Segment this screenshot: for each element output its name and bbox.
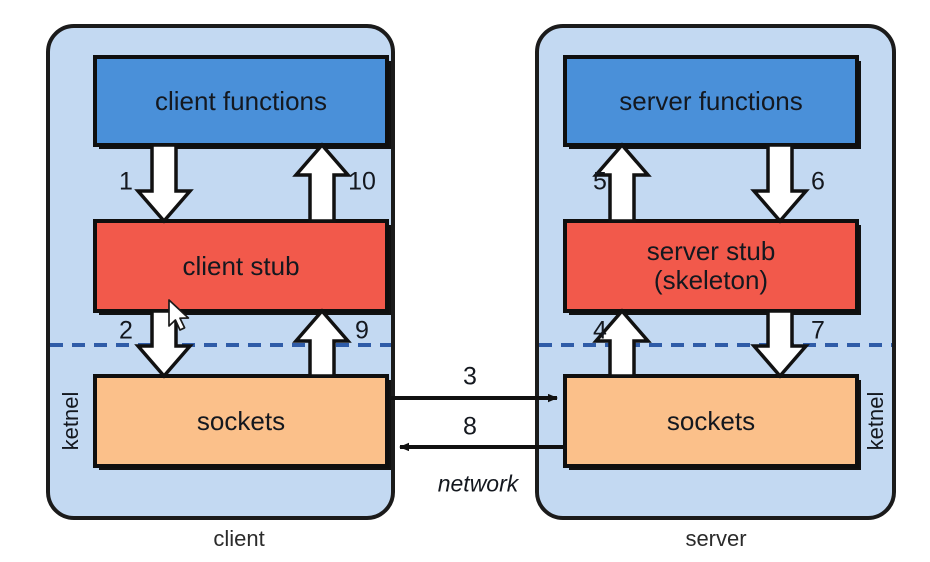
server-functions-label: server functions [619, 86, 803, 116]
step-label-1: 1 [119, 167, 133, 196]
step-label-5: 5 [593, 167, 607, 196]
arrow-step-1 [134, 143, 194, 224]
server-stub-box [563, 219, 859, 313]
arrow-step-4 [592, 308, 652, 378]
step-label-9: 9 [355, 316, 369, 345]
client-caption: client [213, 526, 265, 551]
client-stub-label: client stub [182, 251, 300, 281]
server-caption: server [685, 526, 747, 551]
arrow-step-10 [292, 142, 352, 223]
step-label-6: 6 [811, 167, 825, 196]
server-stub-label: server stub (skeleton) [646, 235, 776, 295]
client-stub-box [93, 219, 389, 313]
step-label-4: 4 [593, 316, 607, 345]
arrow-step-5 [592, 142, 652, 223]
client-functions-label: client functions [155, 86, 327, 116]
step-label-3: 3 [463, 362, 477, 391]
arrow-step-9 [292, 308, 352, 378]
arrow-step-6 [750, 143, 810, 224]
arrow-step-7 [750, 309, 810, 379]
client-sockets-label: sockets [196, 406, 286, 436]
step-label-8: 8 [463, 412, 477, 441]
step-label-7: 7 [811, 316, 825, 345]
client-functions-box [93, 55, 389, 147]
server-sockets-label: sockets [666, 406, 756, 436]
step-label-10: 10 [348, 167, 376, 196]
network-label: network [437, 470, 519, 497]
server-functions-box [563, 55, 859, 147]
server-stub-label-line2: (skeleton) [653, 265, 769, 295]
step-label-2: 2 [119, 316, 133, 345]
server-stub-label-line1: server stub [646, 235, 776, 266]
server-sockets-box [563, 374, 859, 468]
mouse-pointer-icon [168, 299, 190, 331]
client-sockets-box [93, 374, 389, 468]
